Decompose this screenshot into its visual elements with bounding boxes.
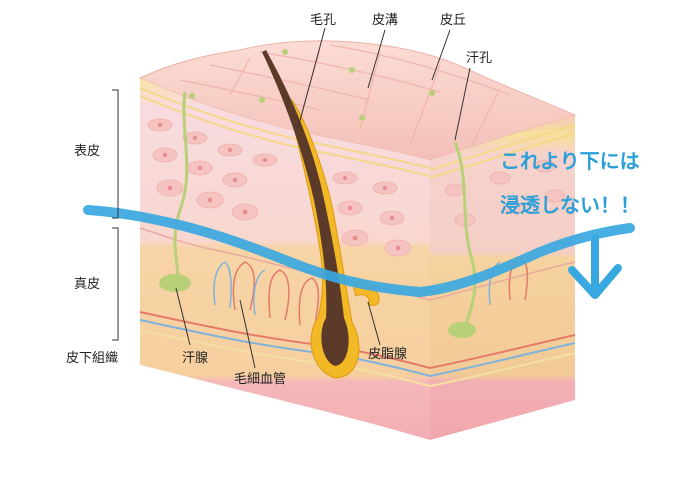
leader-lines (175, 27, 471, 369)
label-crista: 皮丘 (440, 13, 466, 28)
annotation-line-2: 浸透しない！！ (500, 193, 640, 217)
label-epidermis: 表皮 (74, 144, 100, 159)
sweat-gland-coil (159, 274, 191, 292)
label-subcutis: 皮下組織 (66, 351, 118, 366)
sweat-duct-right (453, 141, 477, 326)
annotation-line-1: これより下には (500, 149, 640, 173)
label-sweat-pore: 汗孔 (466, 51, 492, 66)
cell-nuclei (157, 122, 401, 251)
label-sweat-gland: 汗腺 (182, 351, 208, 366)
label-sulcus: 皮溝 (372, 13, 398, 28)
sweat-duct (173, 91, 189, 281)
label-dermis: 真皮 (74, 277, 100, 292)
sweat-pore-dots (189, 49, 435, 121)
skin-surface (138, 40, 577, 161)
label-sebaceous-gland: 皮脂腺 (368, 347, 407, 362)
skin-texture-lines (179, 44, 511, 151)
layer-bracket (112, 89, 119, 341)
label-capillary: 毛細血管 (234, 372, 286, 387)
label-pore: 毛孔 (310, 13, 336, 28)
barrier-line (83, 205, 635, 298)
hair-shaft (262, 50, 349, 366)
skin-side-face (430, 115, 575, 440)
blood-vessels (139, 311, 576, 388)
down-arrow-icon (568, 234, 622, 299)
sweat-gland-coil-right (448, 322, 476, 338)
